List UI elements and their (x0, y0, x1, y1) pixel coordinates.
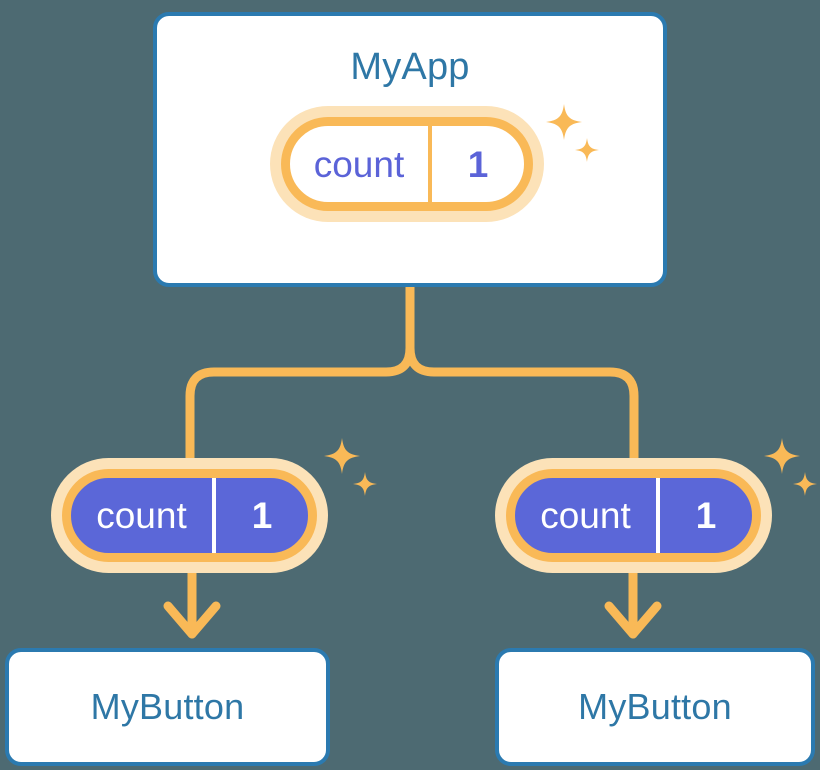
state-value-label: 1 (656, 478, 752, 553)
state-pill-mybutton-left[interactable]: count 1 (51, 458, 328, 573)
component-card-mybutton-left[interactable]: MyButton (5, 648, 330, 766)
state-value-label: 1 (212, 478, 308, 553)
page-title: MyApp (350, 46, 470, 88)
state-key-label: count (96, 495, 187, 536)
state-pill-mybutton-right[interactable]: count 1 (495, 458, 772, 573)
component-title: MyButton (578, 686, 732, 727)
branch-connector (405, 343, 639, 467)
component-title: MyButton (90, 686, 245, 727)
state-pill-myapp[interactable]: count 1 (270, 106, 544, 222)
state-pill-body: count 1 (62, 469, 317, 562)
state-key-label: count (313, 143, 405, 185)
state-key-label: count (540, 495, 631, 536)
state-value-label: 1 (428, 126, 524, 202)
sparkles-icon (324, 438, 377, 496)
state-pill-body: count 1 (506, 469, 761, 562)
arrow-down-icon (163, 567, 221, 639)
branch-connector (185, 282, 415, 467)
state-pill-body: count 1 (281, 117, 533, 211)
component-card-mybutton-right[interactable]: MyButton (495, 648, 815, 766)
state-pill[interactable]: count 1 (495, 458, 772, 573)
arrow-down-icon (604, 567, 662, 639)
state-pill[interactable]: count 1 (270, 106, 544, 222)
state-pill[interactable]: count 1 (51, 458, 328, 573)
